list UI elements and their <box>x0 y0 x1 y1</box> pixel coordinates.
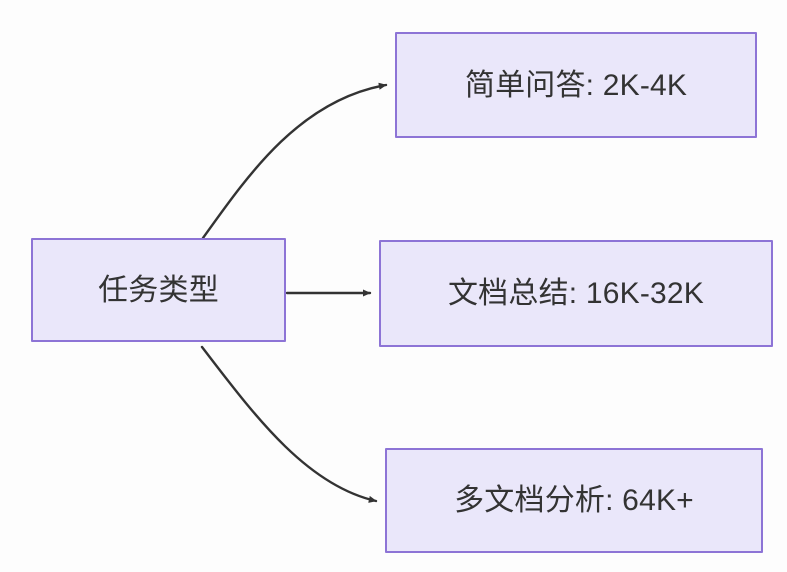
node-doc-summary[interactable]: 文档总结: 16K-32K <box>379 240 773 347</box>
node-task-type-label: 任务类型 <box>98 273 219 307</box>
node-task-type[interactable]: 任务类型 <box>31 238 286 342</box>
node-multidoc-analysis-label: 多文档分析: 64K+ <box>454 484 694 517</box>
node-simple-qa[interactable]: 简单问答: 2K-4K <box>395 32 757 138</box>
node-doc-summary-label: 文档总结: 16K-32K <box>447 277 705 310</box>
edge-root-to-multidoc-analysis <box>200 345 378 503</box>
node-multidoc-analysis[interactable]: 多文档分析: 64K+ <box>385 448 763 553</box>
edge-root-to-simple-qa <box>201 82 388 240</box>
node-simple-qa-label: 简单问答: 2K-4K <box>464 68 688 102</box>
